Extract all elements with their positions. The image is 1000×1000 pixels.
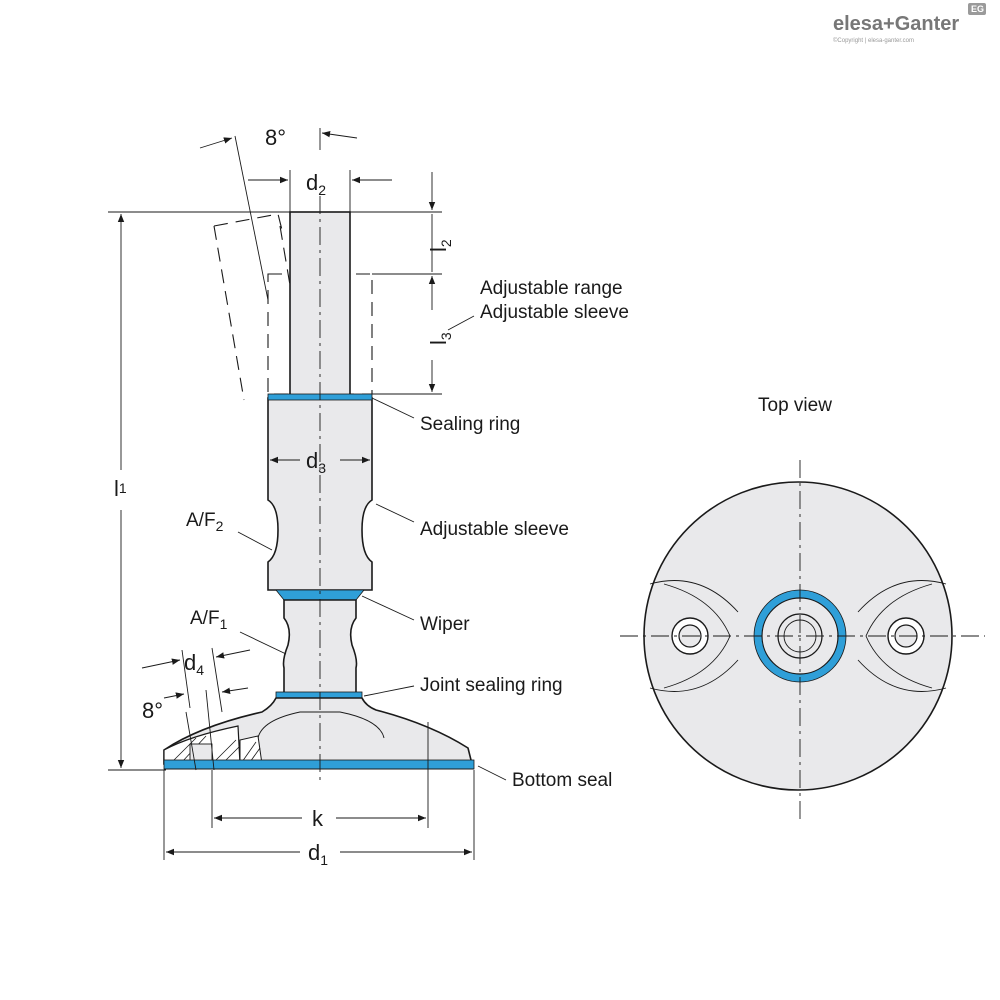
d3-label: d3 [306,448,326,476]
ball-joint-outline [257,711,385,739]
brand-name: elesa+Ganter [833,13,959,35]
d4-label: d4 [184,650,204,678]
joint-sealing-ring [275,691,363,699]
joint-sealing-ring-label: Joint sealing ring [420,675,563,696]
angle-top-label: 8° [265,125,286,150]
top-view: Top view [620,395,985,820]
l2-label: l2 [426,239,454,252]
brand-logo: elesa+Ganter ©Copyright | elesa-ganter.c… [833,3,986,44]
adjustable-sleeve-label: Adjustable sleeve [420,519,569,540]
af1-label: A/F1 [190,608,228,632]
bottom-seal-label: Bottom seal [512,770,612,791]
adjustable-sleeve-body [267,397,373,591]
dimensions: 8° d2 l1 l2 l3 d3 A/F2 A/F1 [108,125,475,868]
side-view [163,135,475,784]
bottom-seal [163,759,475,770]
sealing-ring-label: Sealing ring [420,414,520,435]
brand-badge-text: EG [971,4,984,14]
angle-bottom-label: 8° [142,698,163,723]
section-cut [163,725,263,765]
adjustable-range-label: Adjustable range [480,278,623,299]
brand-badge [968,3,986,15]
wiper-label: Wiper [420,614,470,635]
top-view-label: Top view [758,395,832,416]
af2-label: A/F2 [186,510,224,534]
k-label: k [312,806,324,831]
l1-label: l1 [114,476,127,501]
d1-label: d1 [308,840,328,868]
l3-label: l3 [426,332,454,345]
adjustable-sleeve-top-label: Adjustable sleeve [480,302,629,323]
d2-label: d2 [306,170,326,198]
part-labels: Adjustable range Adjustable sleeve Seali… [361,278,629,791]
brand-copyright: ©Copyright | elesa-ganter.com [833,37,914,44]
